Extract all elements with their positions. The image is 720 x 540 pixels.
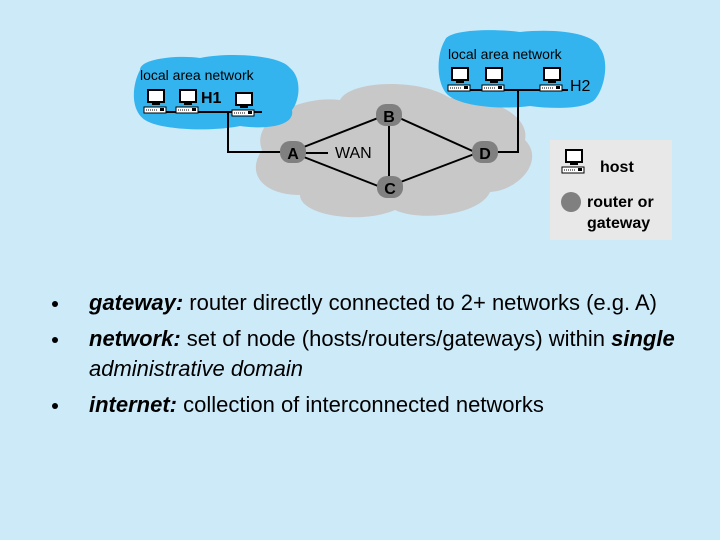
router-d-label: D xyxy=(479,146,491,163)
router-a: A xyxy=(280,141,306,163)
definition-gateway: router directly connected to 2+ networks… xyxy=(183,290,658,315)
host-icon xyxy=(143,89,167,114)
network-diagram: A B C D local area network local area ne… xyxy=(133,30,672,240)
lan-cloud-left xyxy=(133,55,299,130)
router-b: B xyxy=(376,104,402,126)
lan-left-label: local area network xyxy=(140,67,255,83)
bullet-gateway: gateway: router directly connected to 2+… xyxy=(52,288,702,318)
bullet-internet: internet: collection of interconnected n… xyxy=(52,390,702,420)
router-a-label: A xyxy=(287,146,299,163)
bullet-network: network: set of node (hosts/routers/gate… xyxy=(52,324,702,384)
host-icon xyxy=(539,67,563,92)
host-icon xyxy=(447,67,471,92)
term-gateway: gateway: xyxy=(89,290,184,315)
legend-router-label-1: router or xyxy=(587,194,654,211)
legend: host router or gateway xyxy=(550,140,672,240)
router-c: C xyxy=(377,176,403,198)
router-b-label: B xyxy=(383,109,395,126)
bullet-dot xyxy=(52,301,58,307)
definition-network-emphasis: single xyxy=(611,326,675,351)
term-internet: internet: xyxy=(89,392,177,417)
definition-internet: collection of interconnected networks xyxy=(177,392,544,417)
legend-host-icon xyxy=(561,149,585,174)
lan-right-label: local area network xyxy=(448,46,563,62)
legend-host-label: host xyxy=(600,159,634,176)
router-c-label: C xyxy=(384,181,396,198)
host-icon xyxy=(175,89,199,114)
bullet-dot xyxy=(52,403,58,409)
host-h2-label: H2 xyxy=(570,78,591,95)
router-d: D xyxy=(472,141,498,163)
lan-cloud-right xyxy=(438,30,606,108)
bullet-dot xyxy=(52,337,58,343)
term-network: network: xyxy=(89,326,181,351)
host-h1-label: H1 xyxy=(201,90,222,107)
host-icon xyxy=(231,92,255,117)
definition-list: gateway: router directly connected to 2+… xyxy=(52,288,702,426)
host-icon xyxy=(481,67,505,92)
definition-network: set of node (hosts/routers/gateways) wit… xyxy=(180,326,612,351)
wan-label: WAN xyxy=(335,145,372,162)
legend-router-label-2: gateway xyxy=(587,215,650,232)
definition-network-tail: administrative domain xyxy=(89,356,303,381)
wan-cloud xyxy=(255,83,533,218)
legend-router-icon xyxy=(561,192,581,212)
